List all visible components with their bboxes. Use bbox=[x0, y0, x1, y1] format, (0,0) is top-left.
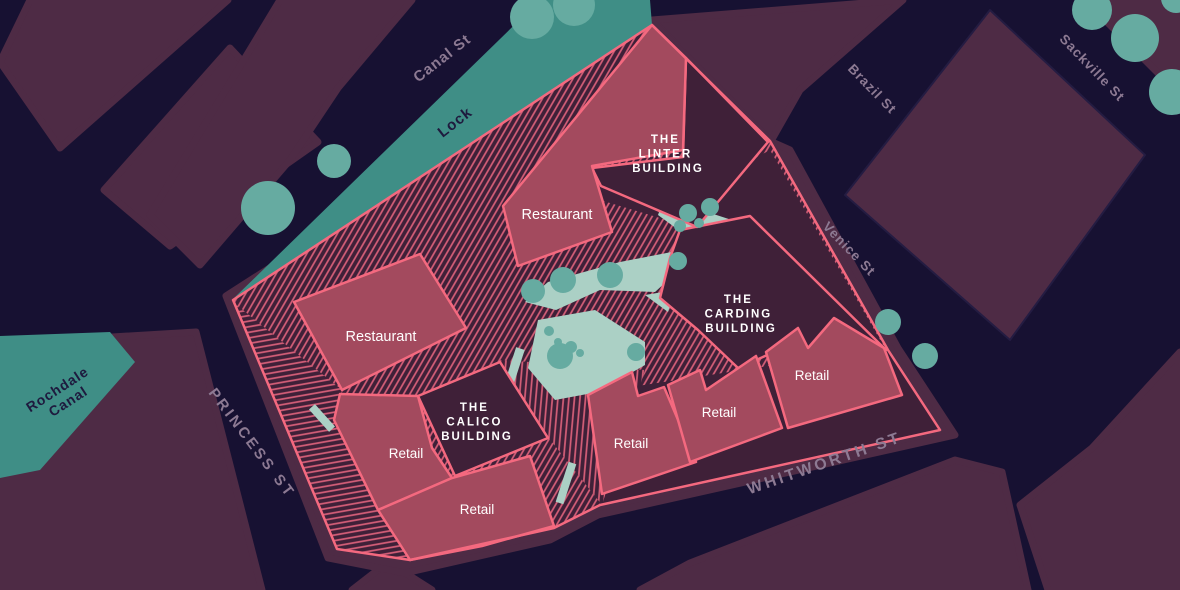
block-south bbox=[636, 456, 1032, 590]
trees bbox=[241, 0, 1180, 369]
tree-icon bbox=[576, 349, 584, 357]
waterways bbox=[0, 0, 652, 478]
tree-icon bbox=[565, 341, 577, 353]
retail-whitworth-1-footprint bbox=[586, 370, 698, 496]
linter-building-label: THE LINTER BUILDING bbox=[632, 134, 704, 175]
tree-icon bbox=[701, 198, 719, 216]
block-canal-wedge bbox=[146, 0, 416, 269]
tree-icon bbox=[317, 144, 351, 178]
tree-icon bbox=[694, 218, 704, 228]
block-diamond bbox=[844, 9, 1146, 341]
planting-bed-lower bbox=[528, 310, 645, 400]
site-buildings bbox=[292, 23, 904, 562]
tree-icon bbox=[669, 252, 687, 270]
carding-line-3: BUILDING bbox=[705, 323, 777, 335]
tree-icon bbox=[554, 338, 562, 346]
retail-whitworth-3-label: Retail bbox=[795, 368, 830, 383]
retail-calico-west-label: Retail bbox=[389, 446, 424, 461]
tree-icon bbox=[875, 309, 901, 335]
retail-calico-south-label: Retail bbox=[460, 502, 495, 517]
restaurant-west-label: Restaurant bbox=[346, 329, 417, 345]
calico-line-3: BUILDING bbox=[441, 431, 513, 443]
linter-line-3: BUILDING bbox=[632, 163, 704, 175]
restaurant-west-footprint bbox=[292, 252, 468, 392]
tree-icon bbox=[627, 343, 645, 361]
carding-line-1: THE bbox=[724, 294, 753, 306]
restaurant-canal-footprint bbox=[501, 23, 688, 268]
tree-icon bbox=[597, 262, 623, 288]
calico-building-footprint bbox=[416, 360, 550, 478]
tree-icon bbox=[510, 0, 554, 39]
tree-icon bbox=[674, 220, 686, 232]
linter-line-2: LINTER bbox=[639, 149, 693, 161]
restaurant-canal-label: Restaurant bbox=[522, 207, 593, 223]
tree-icon bbox=[1161, 0, 1180, 13]
walkway-princess-hatch bbox=[233, 302, 412, 560]
tree-icon bbox=[679, 204, 697, 222]
linter-building-footprint bbox=[590, 56, 770, 229]
tree-icon bbox=[912, 343, 938, 369]
site-boundary-outline bbox=[231, 23, 942, 562]
block-southeast bbox=[1016, 348, 1180, 590]
block-south-wedge bbox=[348, 558, 436, 590]
bench-strip-3 bbox=[308, 404, 336, 432]
carding-line-2: CARDING bbox=[705, 309, 773, 321]
retail-whitworth-2-label: Retail bbox=[702, 405, 737, 420]
bench-strip-2 bbox=[555, 461, 577, 505]
tree-icon bbox=[1111, 14, 1159, 62]
linter-line-1: THE bbox=[651, 134, 680, 146]
calico-line-2: CALICO bbox=[446, 417, 502, 429]
tree-icon bbox=[544, 326, 554, 336]
retail-whitworth-1-label: Retail bbox=[614, 436, 649, 451]
canal-lock-water bbox=[232, 0, 652, 300]
tree-icon bbox=[1149, 69, 1180, 115]
block-northwest bbox=[0, 0, 232, 152]
calico-building-label: THE CALICO BUILDING bbox=[441, 402, 513, 443]
rochdale-canal-water bbox=[0, 332, 135, 478]
tree-icon bbox=[553, 0, 595, 26]
tree-icon bbox=[1072, 0, 1112, 30]
carding-building-label: THE CARDING BUILDING bbox=[705, 294, 778, 335]
retail-whitworth-2-footprint bbox=[666, 354, 784, 464]
tree-icon bbox=[241, 181, 295, 235]
building-labels: THE LINTER BUILDING THE CARDING BUILDING… bbox=[346, 134, 830, 517]
tree-icon bbox=[521, 279, 545, 303]
tree-icon bbox=[550, 267, 576, 293]
calico-line-1: THE bbox=[460, 402, 489, 414]
retail-whitworth-3-footprint bbox=[764, 316, 904, 430]
